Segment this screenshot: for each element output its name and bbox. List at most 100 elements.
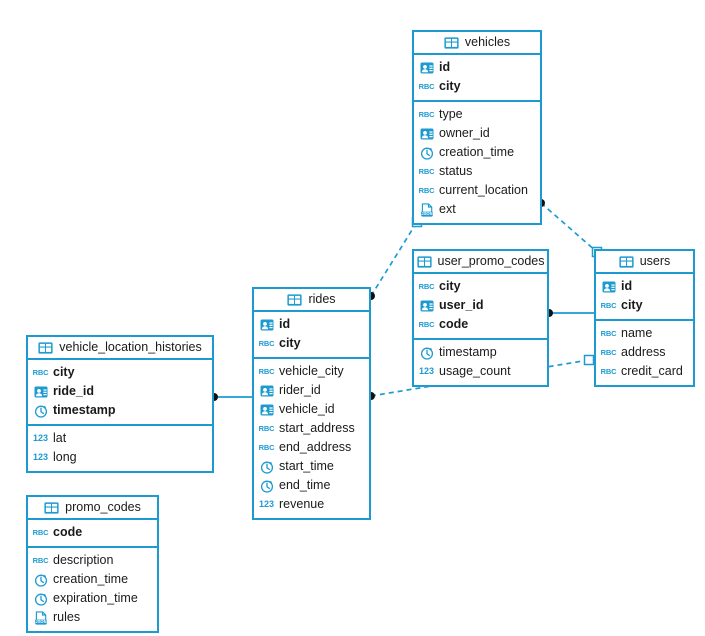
field-row-id[interactable]: id xyxy=(596,277,693,296)
field-row-user_id[interactable]: user_id xyxy=(414,296,547,315)
field-label: creation_time xyxy=(53,572,129,587)
column-group: timestamp 123 usage_count xyxy=(414,340,547,385)
field-label: end_time xyxy=(279,478,331,493)
entity-header-user_promo_codes[interactable]: user_promo_codes xyxy=(414,251,547,274)
field-label: id xyxy=(279,317,291,332)
field-row-vehicle_id[interactable]: vehicle_id xyxy=(254,400,369,419)
field-row-timestamp[interactable]: timestamp xyxy=(414,343,547,362)
svg-text:JSON: JSON xyxy=(35,619,46,624)
clock-icon xyxy=(419,145,434,160)
field-label: vehicle_city xyxy=(279,364,344,379)
clock-icon xyxy=(259,459,274,474)
field-label: user_id xyxy=(439,298,484,313)
abc-string-icon: RBC xyxy=(600,366,617,376)
clock-icon xyxy=(33,572,48,587)
clock-icon xyxy=(33,591,48,606)
field-row-creation_time[interactable]: creation_time xyxy=(414,143,540,162)
table-grid-icon xyxy=(416,254,432,269)
abc-string-icon: RBC xyxy=(258,442,275,452)
123-number-icon: 123 xyxy=(418,366,435,376)
field-row-expiration_time[interactable]: expiration_time xyxy=(28,589,157,608)
field-row-timestamp[interactable]: timestamp xyxy=(28,401,212,420)
id-badge-icon xyxy=(419,60,434,75)
field-row-creation_time[interactable]: creation_time xyxy=(28,570,157,589)
id-badge-icon xyxy=(419,298,434,313)
field-row-rider_id[interactable]: rider_id xyxy=(254,381,369,400)
field-row-ride_id[interactable]: ride_id xyxy=(28,382,212,401)
field-label: usage_count xyxy=(439,364,511,379)
field-row-id[interactable]: id xyxy=(254,315,369,334)
field-row-usage_count[interactable]: 123 usage_count xyxy=(414,362,547,381)
field-label: rider_id xyxy=(279,383,321,398)
abc-string-icon: RBC xyxy=(600,300,617,310)
field-label: credit_card xyxy=(621,364,683,379)
abc-string-icon: RBC xyxy=(258,366,275,376)
relationship-line xyxy=(370,221,418,297)
id-badge-icon xyxy=(419,126,434,141)
entity-header-vehicle_location_histories[interactable]: vehicle_location_histories xyxy=(28,337,212,360)
entity-header-promo_codes[interactable]: promo_codes xyxy=(28,497,157,520)
field-label: city xyxy=(439,279,461,294)
field-label: end_address xyxy=(279,440,352,455)
field-label: timestamp xyxy=(53,403,116,418)
field-label: rules xyxy=(53,610,81,625)
field-row-ext[interactable]: JSON ext xyxy=(414,200,540,219)
field-label: current_location xyxy=(439,183,528,198)
field-label: city xyxy=(279,336,301,351)
entity-header-vehicles[interactable]: vehicles xyxy=(414,32,540,55)
field-row-rules[interactable]: JSON rules xyxy=(28,608,157,627)
field-row-end_address[interactable]: RBC end_address xyxy=(254,438,369,457)
field-row-credit_card[interactable]: RBC credit_card xyxy=(596,362,693,381)
field-label: ride_id xyxy=(53,384,94,399)
field-label: city xyxy=(621,298,643,313)
field-label: status xyxy=(439,164,473,179)
field-row-end_time[interactable]: end_time xyxy=(254,476,369,495)
json-file-icon: JSON xyxy=(419,202,434,217)
entity-header-rides[interactable]: rides xyxy=(254,289,369,312)
field-label: name xyxy=(621,326,653,341)
field-row-owner_id[interactable]: owner_id xyxy=(414,124,540,143)
field-row-id[interactable]: id xyxy=(414,58,540,77)
abc-string-icon: RBC xyxy=(418,81,435,91)
id-badge-icon xyxy=(601,279,616,294)
entity-header-users[interactable]: users xyxy=(596,251,693,274)
field-label: ext xyxy=(439,202,456,217)
relationship-rel-upc-users[interactable] xyxy=(545,309,594,317)
field-row-vehicle_city[interactable]: RBC vehicle_city xyxy=(254,362,369,381)
entity-title: rides xyxy=(308,292,336,307)
relationship-rel-vlh-rides[interactable] xyxy=(210,393,252,401)
field-label: code xyxy=(53,525,83,540)
table-grid-icon xyxy=(619,254,634,269)
table-grid-icon xyxy=(38,340,53,355)
field-label: id xyxy=(439,60,451,75)
field-row-start_time[interactable]: start_time xyxy=(254,457,369,476)
clock-icon xyxy=(259,478,274,493)
relationship-rel-vehicles-users[interactable] xyxy=(537,199,603,258)
field-row-city[interactable]: RBC city xyxy=(596,296,693,315)
